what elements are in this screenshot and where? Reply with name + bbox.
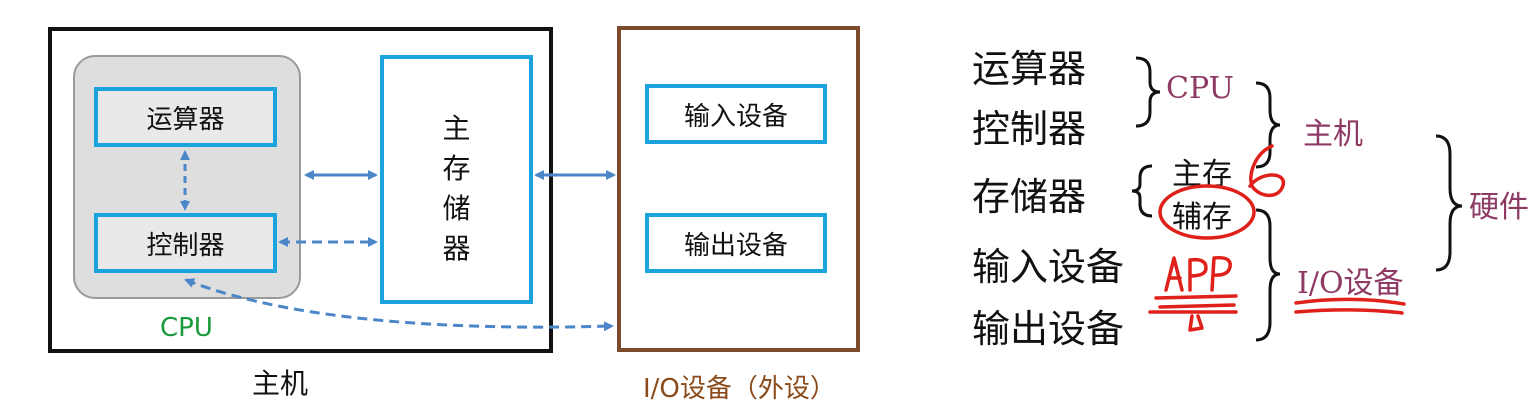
note-memory: 存储器 — [972, 175, 1087, 219]
memory-label-char: 储 — [442, 192, 471, 225]
aux-memory-circle — [1158, 184, 1256, 240]
host-brace — [1255, 81, 1281, 169]
control-io-arrow — [184, 278, 614, 332]
memory-label-char: 存 — [442, 152, 471, 185]
input-device-label: 输入设备 — [683, 101, 788, 132]
note-io-group: I/O设备 — [1297, 266, 1404, 301]
memory-brace — [1131, 164, 1153, 218]
cpu-brace — [1135, 56, 1161, 128]
handwriting-marks — [1148, 144, 1406, 332]
alu-label: 运算器 — [146, 104, 225, 135]
io-brace — [1255, 208, 1281, 342]
note-output-device: 输出设备 — [972, 307, 1125, 351]
note-hardware-group: 硬件 — [1469, 190, 1529, 225]
alu-box: 运算器 — [94, 87, 277, 147]
hardware-brace — [1435, 134, 1463, 272]
note-aux-memory: 辅存 — [1172, 200, 1232, 235]
relocate-arrow-scribble — [1248, 144, 1286, 198]
note-control-unit: 控制器 — [972, 107, 1087, 151]
note-cpu-group: CPU — [1166, 71, 1234, 106]
output-mark — [1188, 314, 1204, 332]
note-input-device: 输入设备 — [972, 245, 1125, 289]
input-device-box: 输入设备 — [645, 84, 827, 144]
app-letter-a — [1164, 256, 1184, 292]
app-letter-p1 — [1188, 257, 1208, 292]
note-alu: 运算器 — [972, 47, 1087, 91]
output-device-box: 输出设备 — [645, 213, 827, 273]
host-label: 主机 — [252, 367, 309, 400]
io-underline — [1294, 297, 1406, 315]
io-label: I/O设备（外设） — [643, 374, 836, 404]
memory-label-char: 主 — [442, 112, 471, 145]
input-underline — [1154, 294, 1238, 309]
output-device-label: 输出设备 — [683, 230, 788, 261]
control-unit-box: 控制器 — [94, 213, 277, 273]
control-unit-label: 控制器 — [146, 230, 225, 261]
memory-label-char: 器 — [442, 232, 471, 265]
note-host-group: 主机 — [1303, 117, 1363, 152]
host-frame — [48, 27, 553, 353]
app-letter-p2 — [1210, 255, 1232, 292]
main-memory-box: 主 存 储 器 — [380, 55, 533, 304]
io-frame — [617, 26, 860, 352]
